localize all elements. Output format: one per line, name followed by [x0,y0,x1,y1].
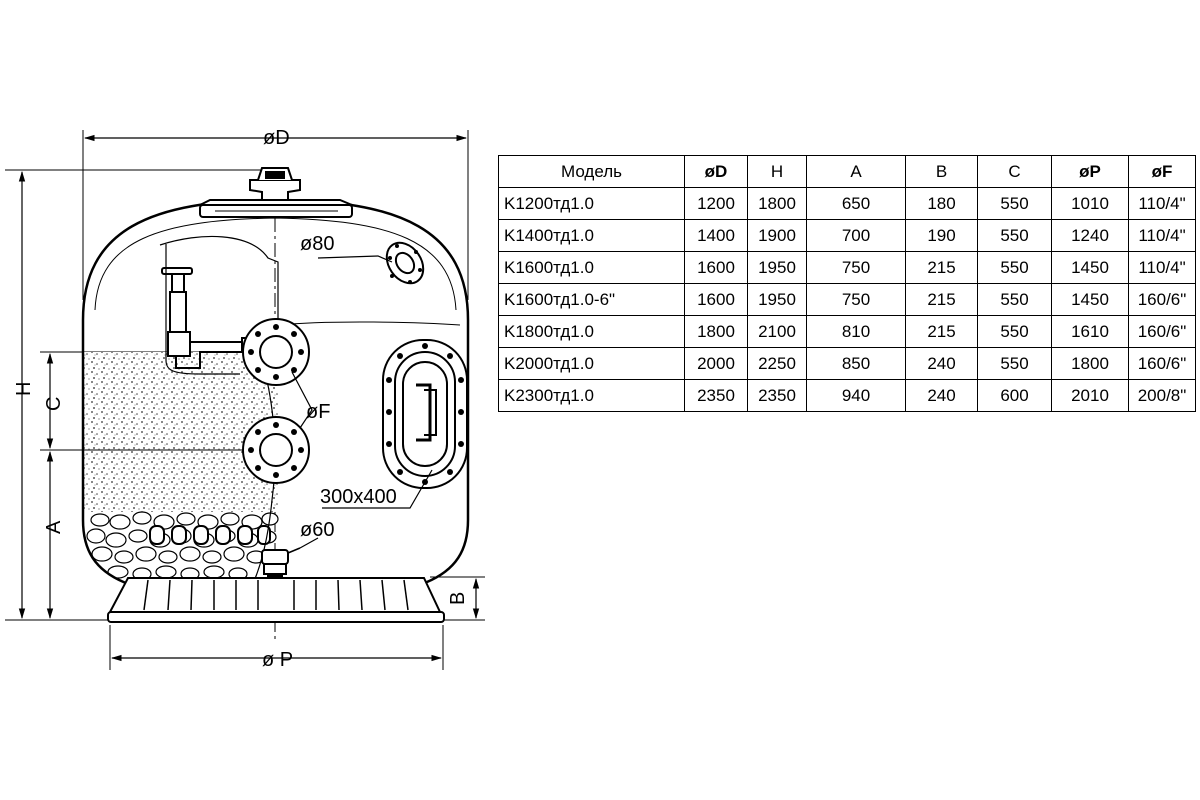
cell-model: K2000тд1.0 [498,347,685,380]
header-base-diameter: øP [1051,155,1129,188]
cell-base-diameter: 1800 [1051,347,1129,380]
label-base-diameter: ø P [262,649,293,671]
leader-lines [291,255,433,549]
cell-diameter: 1800 [684,315,748,348]
cell-c: 550 [977,219,1052,252]
inlet-distributor [161,244,246,375]
cell-b: 240 [905,347,978,380]
cell-height: 1950 [747,251,807,284]
cell-height: 2350 [747,379,807,412]
table-header-row: Модель øD H A B C øP øF [498,155,1196,188]
header-height: H [747,155,807,188]
cell-a: 940 [806,379,906,412]
label-flange: øF [306,401,330,423]
manhole-hatch [382,339,468,489]
cell-b: 240 [905,379,978,412]
cell-height: 2100 [747,315,807,348]
cell-height: 1950 [747,283,807,316]
cell-b: 215 [905,251,978,284]
cell-model: K1800тд1.0 [498,315,685,348]
cell-a: 650 [806,187,906,220]
cell-flange: 160/6" [1128,315,1196,348]
cell-diameter: 1200 [684,187,748,220]
cell-c: 550 [977,187,1052,220]
header-model: Модель [498,155,685,188]
cell-base-diameter: 1450 [1051,283,1129,316]
cell-model: K2300тд1.0 [498,379,685,412]
cell-a: 750 [806,251,906,284]
header-a: A [806,155,906,188]
lower-flange [242,416,310,484]
upper-flange [241,318,310,386]
header-b: B [905,155,978,188]
cell-flange: 200/8" [1128,379,1196,412]
cell-diameter: 1600 [684,251,748,284]
filter-media [83,352,279,581]
cell-model: K1200тд1.0 [498,187,685,220]
drain-valve [261,547,301,579]
base-stand [107,577,445,623]
label-a: A [43,520,65,534]
cell-a: 750 [806,283,906,316]
cell-a: 850 [806,347,906,380]
cell-flange: 160/6" [1128,347,1196,380]
cell-height: 2250 [747,347,807,380]
cell-base-diameter: 1010 [1051,187,1129,220]
cell-diameter: 1400 [684,219,748,252]
label-c: C [43,397,65,411]
cell-base-diameter: 1240 [1051,219,1129,252]
dimension-arrows [18,134,480,662]
header-diameter: øD [684,155,748,188]
cell-a: 700 [806,219,906,252]
cell-c: 600 [977,379,1052,412]
cell-height: 1800 [747,187,807,220]
cell-flange: 110/4" [1128,187,1196,220]
top-port [385,241,425,285]
cell-a: 810 [806,315,906,348]
cell-c: 550 [977,283,1052,316]
label-top-port: ø80 [300,233,334,255]
cell-flange: 110/4" [1128,219,1196,252]
cell-flange: 110/4" [1128,251,1196,284]
top-lid [199,167,353,218]
cell-diameter: 1600 [684,283,748,316]
label-manhole: 300x400 [320,486,397,508]
cell-model: K1400тд1.0 [498,219,685,252]
cell-c: 550 [977,251,1052,284]
cell-diameter: 2000 [684,347,748,380]
header-c: C [977,155,1052,188]
label-diameter: øD [263,127,290,149]
cell-b: 190 [905,219,978,252]
cell-b: 215 [905,283,978,316]
cell-base-diameter: 1450 [1051,251,1129,284]
cell-base-diameter: 1610 [1051,315,1129,348]
cell-model: K1600тд1.0 [498,251,685,284]
label-drain: ø60 [300,519,334,541]
cell-c: 550 [977,347,1052,380]
cell-flange: 160/6" [1128,283,1196,316]
cell-c: 550 [977,315,1052,348]
cell-b: 180 [905,187,978,220]
cell-height: 1900 [747,219,807,252]
cell-diameter: 2350 [684,379,748,412]
cell-model: K1600тд1.0-6" [498,283,685,316]
cell-b: 215 [905,315,978,348]
header-flange: øF [1128,155,1196,188]
label-height: H [13,382,35,396]
cell-base-diameter: 2010 [1051,379,1129,412]
label-b: B [447,592,469,605]
